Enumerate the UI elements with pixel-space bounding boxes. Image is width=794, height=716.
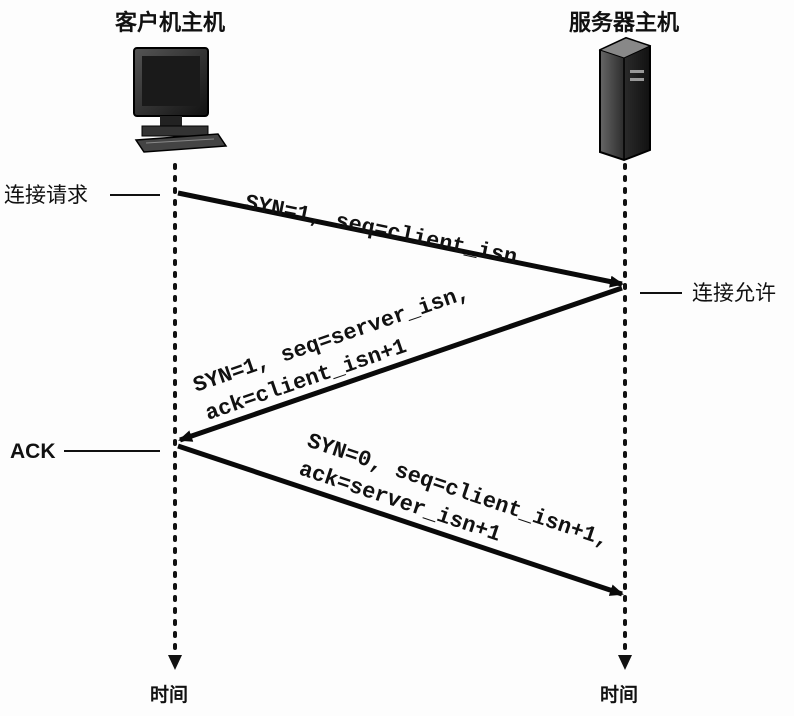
syn-arrow [177,190,624,288]
desktop-computer-icon [133,47,228,153]
ack-arrow [177,443,624,597]
client-host-label: 客户机主机 [115,10,225,36]
server-time-label: 时间 [600,684,638,706]
server-host-label: 服务器主机 [569,11,679,36]
client-time-label: 时间 [150,684,188,706]
syn-message: SYN=1, seq=client_isn [243,190,520,270]
connection-granted-label: 连接允许 [692,281,776,305]
client-timeline-arrowhead [168,655,182,670]
server-timeline-arrowhead [618,655,632,670]
ack-side-label: ACK [10,440,56,463]
connection-request-label: 连接请求 [4,183,88,207]
synack-arrow [178,285,623,443]
server-tower-icon [598,36,652,162]
